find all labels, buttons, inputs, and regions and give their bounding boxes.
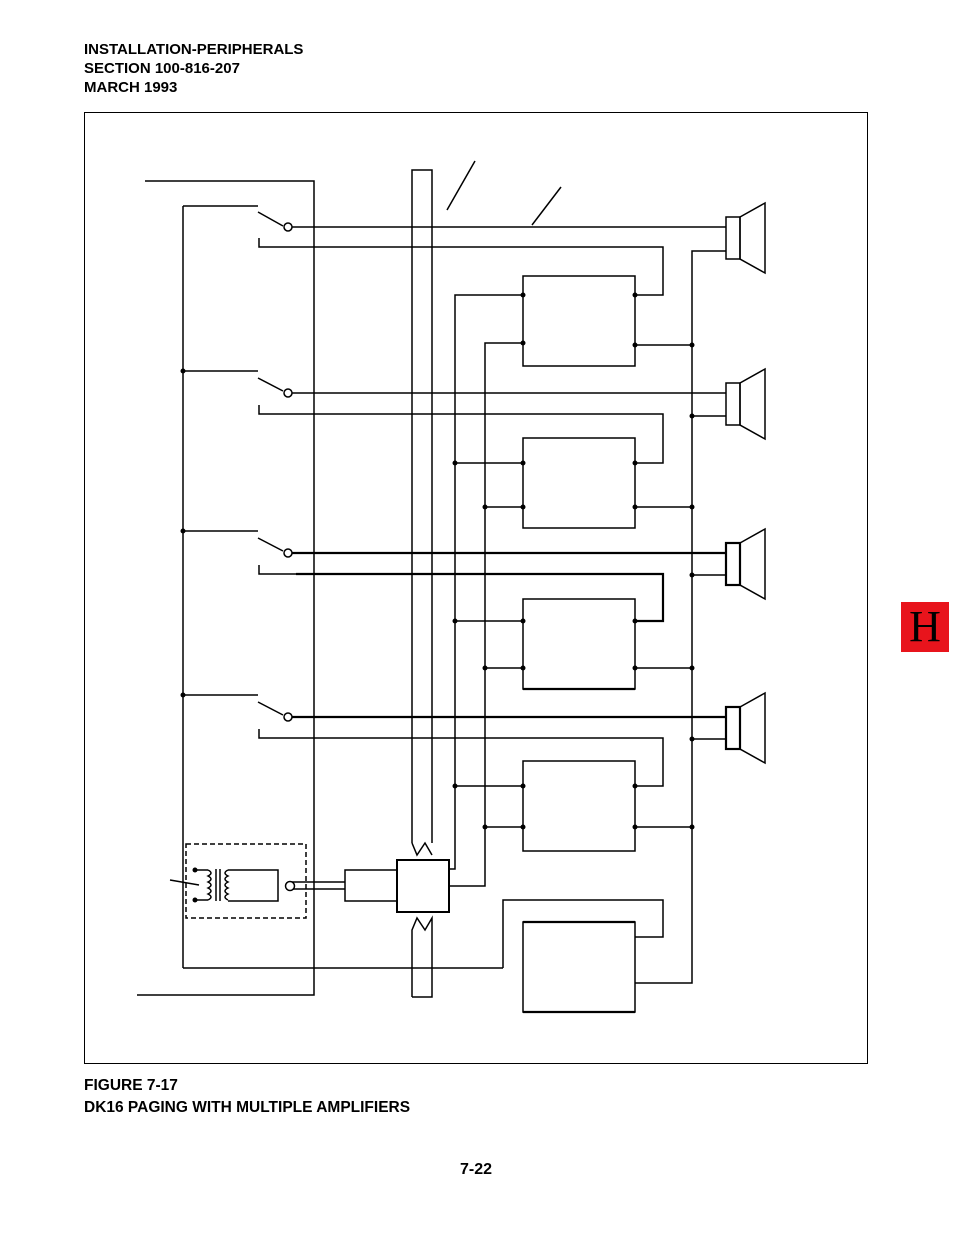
page-number: 7-22 <box>460 1161 493 1178</box>
junction-dots-right <box>689 342 695 830</box>
amplifier-4 <box>520 760 638 852</box>
amplifier-2 <box>520 437 638 529</box>
figure-title: DK16 PAGING WITH MULTIPLE AMPLIFIERS <box>84 1099 411 1116</box>
figure-frame <box>84 112 868 1064</box>
amp-input-lines <box>449 294 523 887</box>
relay-panel <box>137 180 664 996</box>
speaker-3 <box>724 527 766 601</box>
speaker-4 <box>724 691 766 765</box>
figure-caption: FIGURE 7-17 DK16 PAGING WITH MULTIPLE AM… <box>84 1075 410 1119</box>
amplifier-3 <box>520 598 638 691</box>
header-line-3: MARCH 1993 <box>84 79 178 96</box>
transformer-unit <box>169 843 307 919</box>
page-header: INSTALLATION-PERIPHERALS SECTION 100-816… <box>84 40 303 97</box>
header-line-1: INSTALLATION-PERIPHERALS <box>84 41 304 58</box>
amplifier-1 <box>520 275 638 367</box>
speaker-1 <box>725 201 766 275</box>
junction-dots-left <box>180 368 186 698</box>
relay-contact-2 <box>183 370 296 415</box>
junction-dots-middle <box>452 460 488 830</box>
relay-contact-4 <box>183 694 296 739</box>
section-tab: H <box>901 602 949 652</box>
header-line-2: SECTION 100-816-207 <box>84 60 240 77</box>
speaker-2 <box>725 367 766 441</box>
leader-line-2 <box>531 186 562 226</box>
bus-bar <box>411 169 433 998</box>
figure-number: FIGURE 7-17 <box>84 1077 178 1094</box>
relay-contact-3 <box>183 530 296 575</box>
amplifier-5 <box>522 920 636 1014</box>
paging-interface-box <box>290 859 450 913</box>
speaker-feed-lines <box>292 226 726 787</box>
relay-contact-1 <box>183 205 296 248</box>
common-return <box>635 250 726 984</box>
leader-line-1 <box>446 160 476 211</box>
